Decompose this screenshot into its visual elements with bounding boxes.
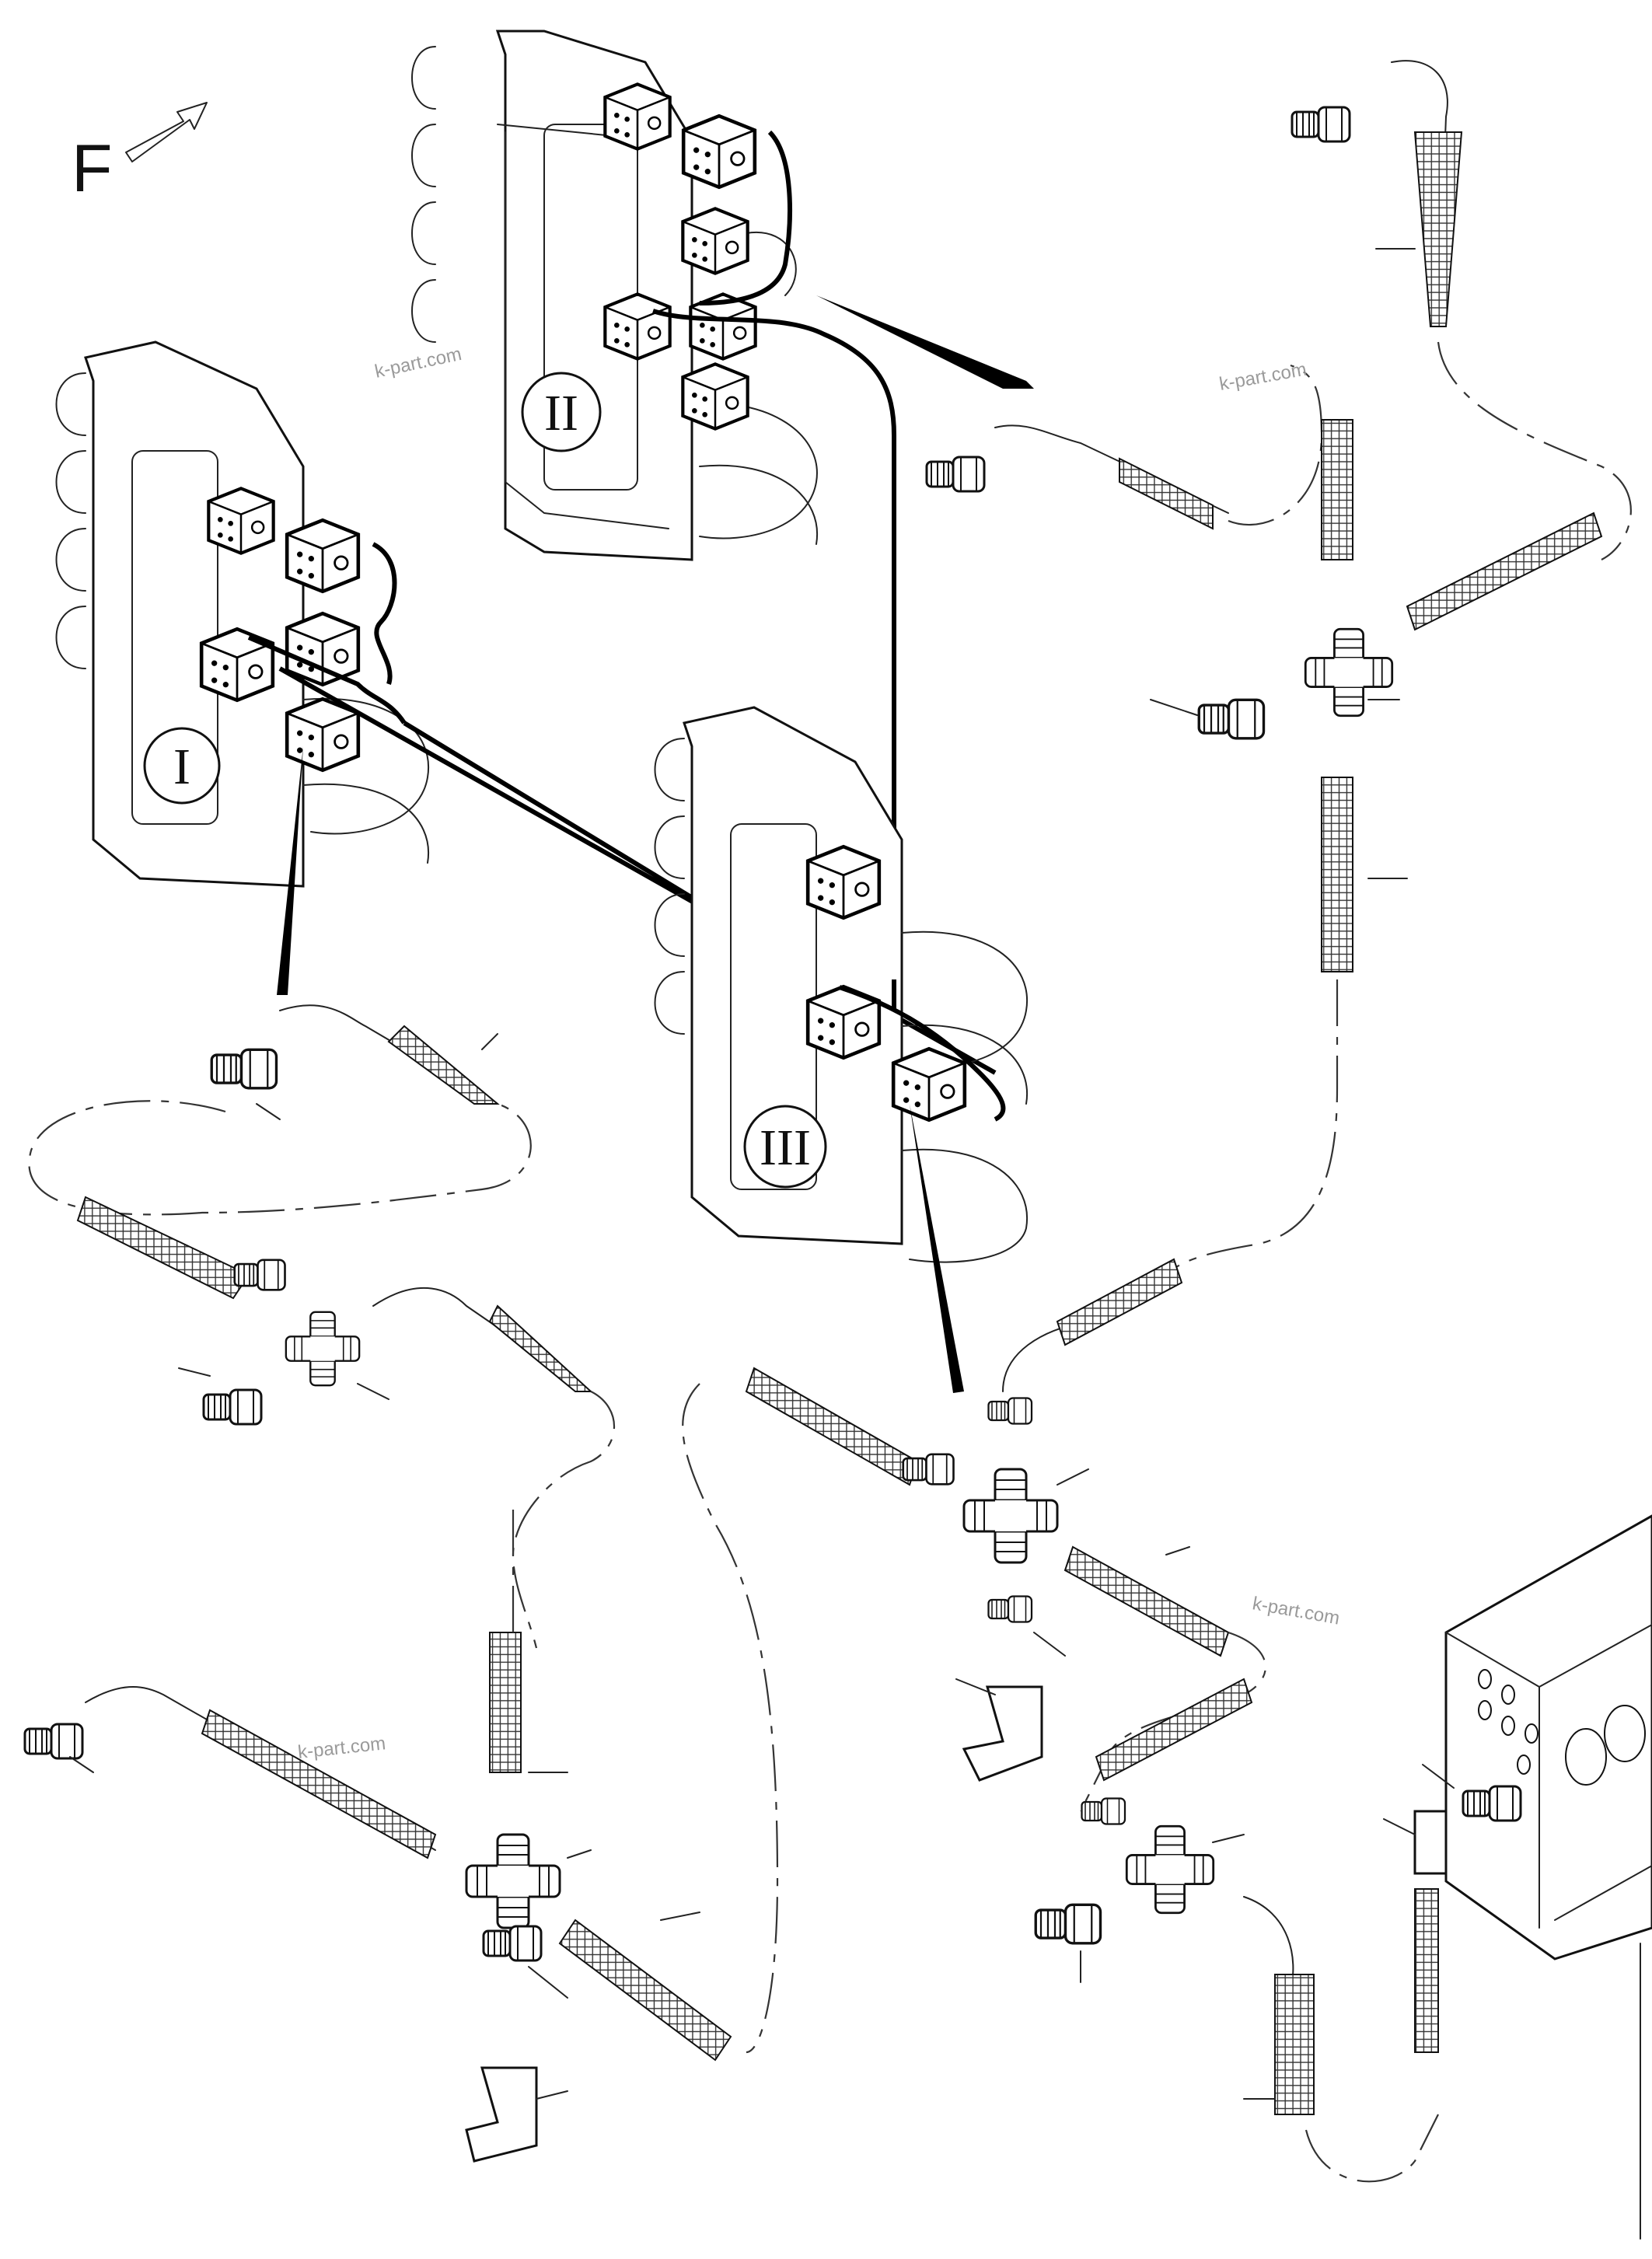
direction-marker: F	[72, 102, 208, 206]
control-valve-block-i: I	[55, 340, 997, 1075]
hose-icon	[1414, 1888, 1439, 2053]
hose-icon	[1274, 1974, 1315, 2115]
watermark: k-part.com	[1217, 359, 1308, 395]
hose-icon	[76, 1196, 250, 1300]
valve-label-iii-circle	[743, 1105, 827, 1189]
hose-assembly-top-right	[925, 60, 1632, 1276]
hose-assembly-bottom-left	[23, 1383, 779, 2163]
hose-icon	[1321, 777, 1353, 972]
elbow-fitting-icon	[465, 2066, 538, 2163]
hose-icon	[558, 1919, 732, 2062]
arrow-icon	[125, 102, 208, 162]
elbow-fitting-icon	[1413, 1810, 1448, 1875]
valve-label-i: I	[173, 738, 190, 795]
elbow-fitting-icon	[962, 1685, 1043, 1782]
hose-icon	[488, 1304, 593, 1392]
hose-icon	[1119, 457, 1214, 530]
hose-icon	[1063, 1545, 1230, 1657]
hose-assembly-left-middle	[28, 1004, 616, 1649]
watermark: k-part.com	[1251, 1593, 1341, 1629]
hose-icon	[745, 1367, 919, 1486]
control-valve-block-ii: II	[411, 30, 1034, 979]
hose-icon	[387, 1025, 500, 1105]
hose-icon	[489, 1632, 522, 1773]
watermark: k-part.com	[297, 1733, 387, 1763]
watermark: k-part.com	[373, 344, 463, 382]
hose-icon	[201, 1709, 437, 1859]
hydraulic-tank	[1383, 1514, 1652, 2240]
valve-label-ii-circle	[521, 372, 602, 452]
control-valve-block-iii: III	[654, 706, 1029, 1393]
direction-marker-letter: F	[72, 131, 113, 206]
hose-icon	[1321, 419, 1353, 560]
hose-icon	[1095, 1678, 1253, 1782]
hose-icon	[1056, 1258, 1183, 1346]
hose-icon	[1406, 512, 1603, 631]
valve-label-ii: II	[544, 385, 578, 442]
hose-icon	[1413, 131, 1463, 327]
valve-label-i-circle	[143, 727, 221, 805]
valve-label-iii: III	[760, 1119, 811, 1176]
hose-assembly-center-bottom	[745, 1258, 1439, 2183]
